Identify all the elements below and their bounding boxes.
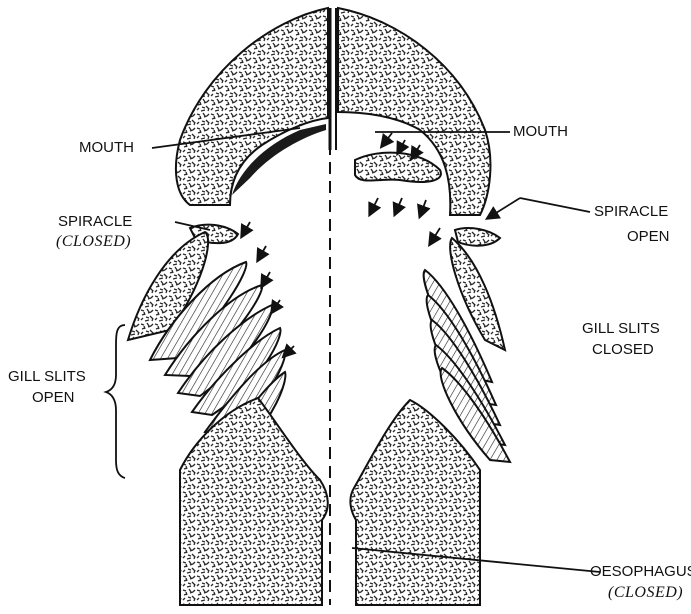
label-oesophagus-state: (CLOSED) xyxy=(608,584,683,602)
label-gill-left-2: OPEN xyxy=(32,389,75,407)
spiracle-left-state-text: (CLOSED) xyxy=(56,233,131,250)
label-spiracle-right-2: OPEN xyxy=(627,228,670,246)
label-gill-right-2: CLOSED xyxy=(592,341,654,359)
right-head xyxy=(338,8,490,215)
right-lower-lip xyxy=(355,153,441,182)
label-spiracle-left-state: (CLOSED) xyxy=(56,233,131,251)
left-oesophagus-wall xyxy=(180,398,328,605)
spiracle-right-arrow xyxy=(488,198,520,218)
label-mouth-left: MOUTH xyxy=(79,139,134,157)
right-spiracle-flap xyxy=(455,228,500,246)
label-spiracle-right-1: SPIRACLE xyxy=(594,203,668,221)
label-mouth-right: MOUTH xyxy=(513,123,568,141)
spiracle-right-leader xyxy=(520,198,590,212)
right-oesophagus-wall xyxy=(350,400,480,605)
label-gill-right-1: GILL SLITS xyxy=(582,320,660,338)
oesophagus-state-text: (CLOSED) xyxy=(608,584,683,601)
label-spiracle-left: SPIRACLE xyxy=(58,213,132,231)
label-gill-left-1: GILL SLITS xyxy=(8,368,86,386)
gill-open-brace xyxy=(106,325,125,478)
label-oesophagus: OESOPHAGUS xyxy=(590,563,691,581)
